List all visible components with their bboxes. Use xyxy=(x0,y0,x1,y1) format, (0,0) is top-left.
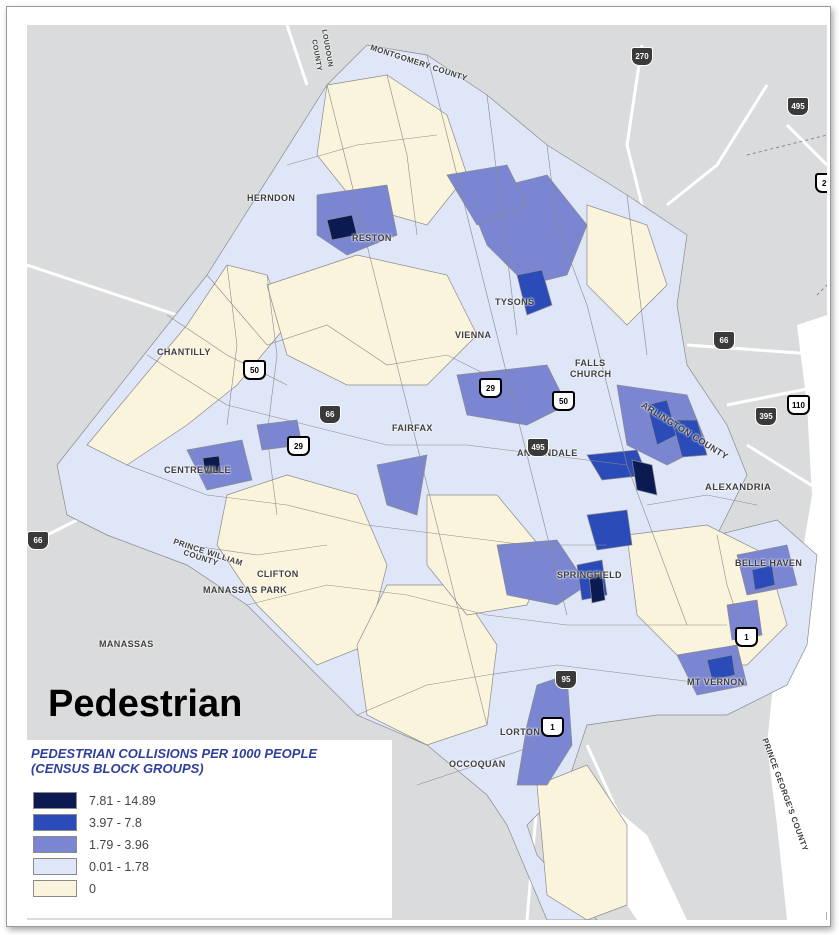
legend-row: 1.79 - 3.96 xyxy=(33,836,149,853)
legend-swatch xyxy=(33,880,77,897)
us-110-shield: 110 xyxy=(787,395,810,415)
interstate-495-south-shield: 495 xyxy=(527,438,549,457)
map-frame: HERNDON RESTON TYSONS VIENNA CHANTILLY F… xyxy=(6,6,831,927)
interstate-395-shield: 395 xyxy=(755,407,777,426)
place-label-centreville: CENTREVILLE xyxy=(164,465,231,475)
legend-swatch xyxy=(33,792,77,809)
basemap xyxy=(27,25,827,920)
us-1-shield-a: 1 xyxy=(735,627,758,647)
mid-zone-mtvernon xyxy=(706,654,736,681)
zero-zone-northeast xyxy=(586,204,668,326)
high-zone-springfield xyxy=(588,572,606,604)
legend-label: 7.81 - 14.89 xyxy=(89,793,156,808)
interstate-495-north-shield: 495 xyxy=(787,97,809,116)
us-29-edge-shield: 29 xyxy=(815,173,827,193)
place-label-falls-church-1: FALLS xyxy=(575,358,606,368)
place-label-fairfax: FAIRFAX xyxy=(392,423,433,433)
place-label-alexandria: ALEXANDRIA xyxy=(705,482,772,493)
place-label-lorton: LORTON xyxy=(500,727,541,737)
legend-label: 1.79 - 3.96 xyxy=(89,837,149,852)
high-zone-reston xyxy=(326,214,358,241)
legend-row: 3.97 - 7.8 xyxy=(33,814,142,831)
place-label-vienna: VIENNA xyxy=(455,330,492,340)
zero-zone-central xyxy=(266,254,478,386)
us-50-shield-a: 50 xyxy=(243,360,266,380)
interstate-66-east-shield: 66 xyxy=(713,331,735,350)
county-border-dashed xyxy=(746,134,827,156)
interstate-66-west-shield: 66 xyxy=(319,405,341,424)
low-zone-north xyxy=(446,164,528,226)
legend: PEDESTRIAN COLLISIONS PER 1000 PEOPLE (C… xyxy=(27,740,392,918)
county-border-east-dashed xyxy=(816,284,827,296)
north-arrow-icon: ▲ N xyxy=(824,900,827,921)
legend-title: PEDESTRIAN COLLISIONS PER 1000 PEOPLE (C… xyxy=(31,746,392,776)
legend-swatch xyxy=(33,836,77,853)
legend-title-line1: PEDESTRIAN COLLISIONS PER 1000 PEOPLE xyxy=(31,746,318,761)
zero-zone-lorton xyxy=(536,764,628,920)
interstate-66-edge-shield: 66 xyxy=(27,531,49,550)
fairfax-county xyxy=(56,44,818,920)
mid-zone-bellehaven xyxy=(751,564,776,591)
interstate-95-shield: 95 xyxy=(555,670,577,689)
legend-label: 0.01 - 1.78 xyxy=(89,859,149,874)
legend-label: 3.97 - 7.8 xyxy=(89,815,142,830)
us-29-shield-b: 29 xyxy=(287,436,310,456)
zero-zone-north xyxy=(316,74,468,226)
place-label-clifton: CLIFTON xyxy=(257,569,299,579)
place-label-herndon: HERNDON xyxy=(247,193,296,203)
place-label-reston: RESTON xyxy=(352,233,392,243)
map-canvas: HERNDON RESTON TYSONS VIENNA CHANTILLY F… xyxy=(27,25,827,920)
block-group-boundaries xyxy=(126,54,758,786)
north-arrow-label: N xyxy=(825,910,827,920)
place-label-mt-vernon: MT VERNON xyxy=(687,677,745,687)
legend-swatch xyxy=(33,814,77,831)
high-zone-centreville xyxy=(202,455,222,475)
us-50-shield-b: 50 xyxy=(552,391,575,411)
place-label-springfield: SPRINGFIELD xyxy=(557,570,622,580)
map-title: Pedestrian xyxy=(48,683,243,725)
legend-swatch xyxy=(33,858,77,875)
legend-label: 0 xyxy=(89,881,96,896)
mid-zone-south-springfield xyxy=(586,509,633,551)
low-zone-springfield xyxy=(496,539,588,606)
place-label-tysons: TYSONS xyxy=(495,297,535,307)
legend-row: 0.01 - 1.78 xyxy=(33,858,149,875)
legend-row: 0 xyxy=(33,880,96,897)
mid-zone-tysons xyxy=(516,269,553,316)
place-label-belle-haven: BELLE HAVEN xyxy=(735,558,803,568)
high-zone-annandale xyxy=(631,459,658,496)
legend-row: 7.81 - 14.89 xyxy=(33,792,156,809)
place-label-manassas-park: MANASSAS PARK xyxy=(203,585,288,595)
place-label-chantilly: CHANTILLY xyxy=(157,347,211,357)
us-1-shield-b: 1 xyxy=(541,717,564,737)
us-29-shield-a: 29 xyxy=(479,378,502,398)
interstate-270-shield: 270 xyxy=(631,47,653,66)
low-zone-fairfax xyxy=(376,454,428,516)
place-label-occoquan: OCCOQUAN xyxy=(449,759,506,769)
legend-title-line2: (CENSUS BLOCK GROUPS) xyxy=(31,761,204,776)
place-label-manassas: MANASSAS xyxy=(99,639,154,649)
mid-zone-fallschurch-east xyxy=(671,419,708,458)
place-label-falls-church-2: CHURCH xyxy=(570,369,612,379)
